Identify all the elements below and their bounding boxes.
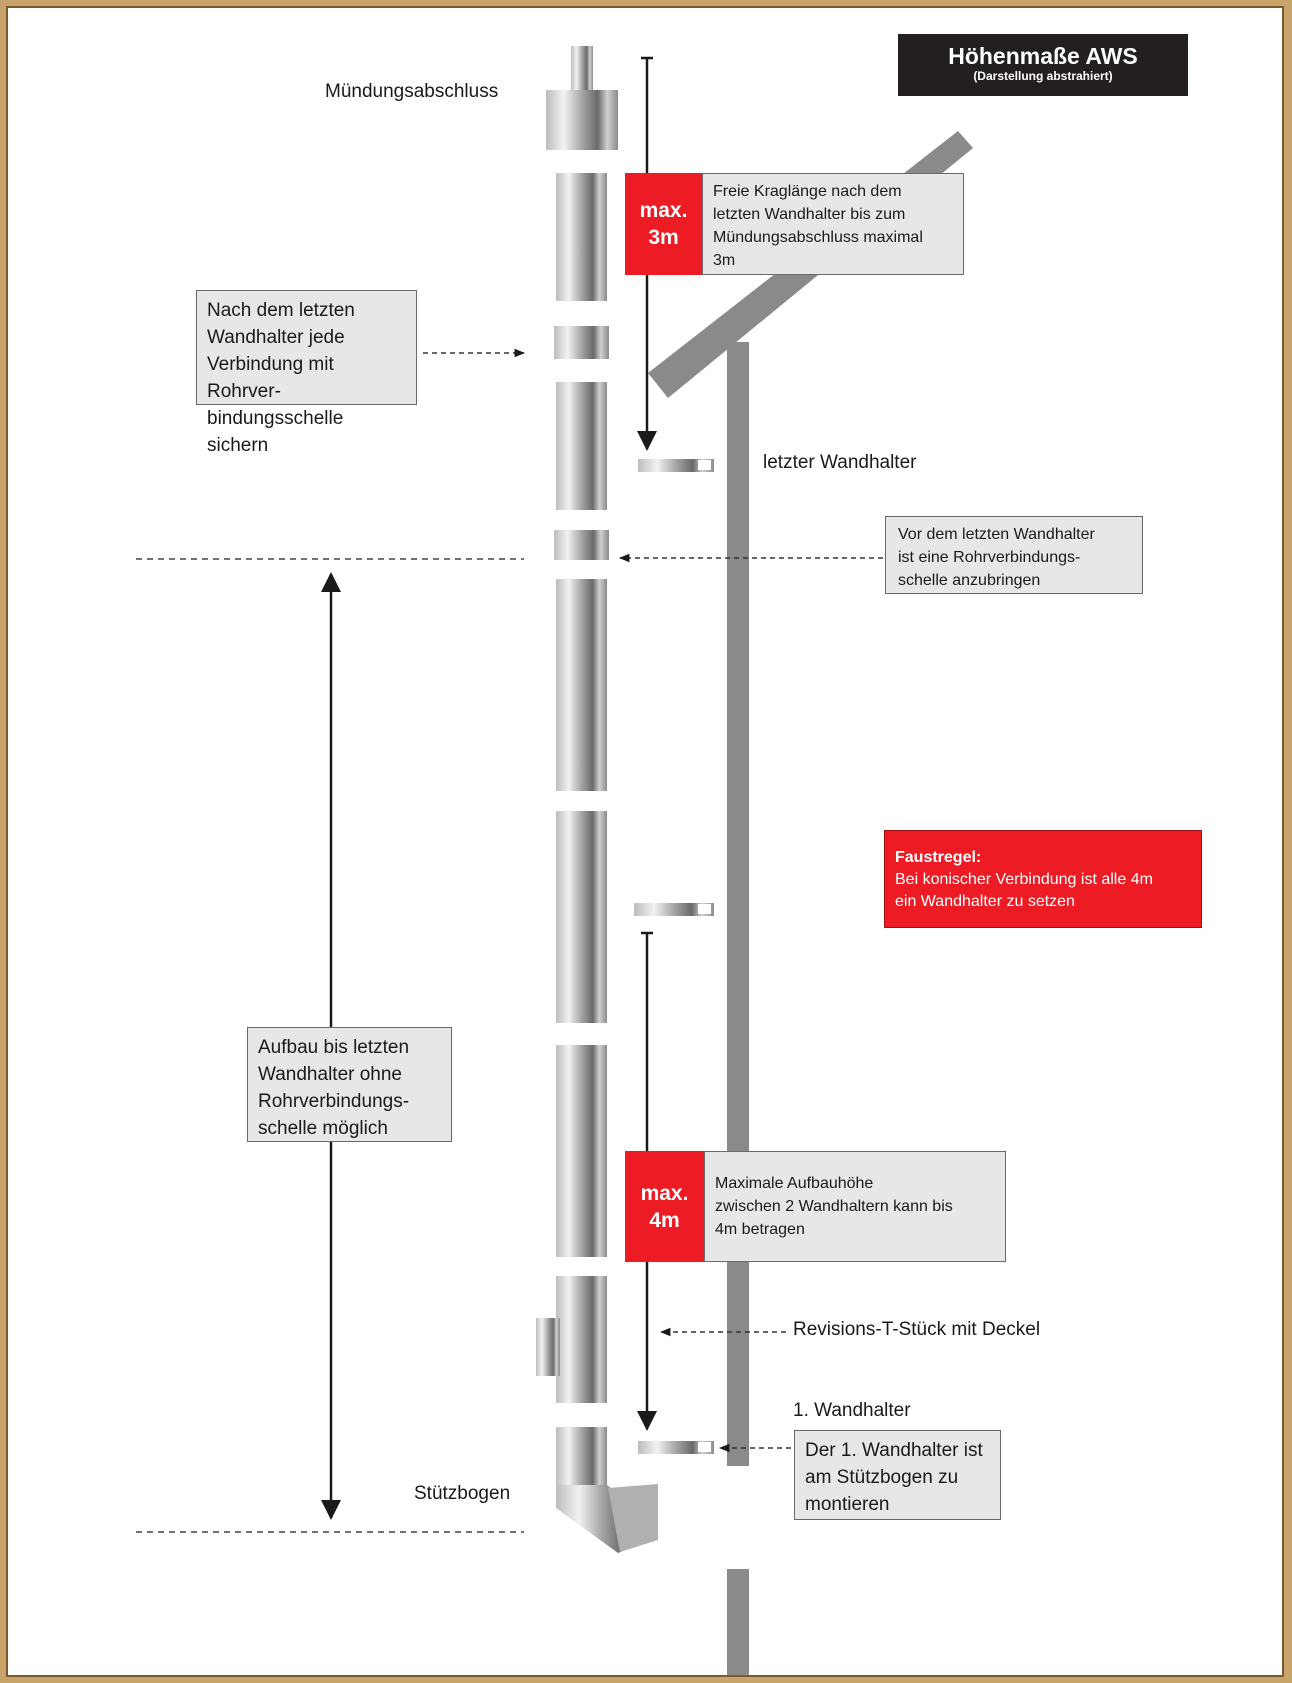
pipe-segment (556, 579, 607, 791)
faustregel-box: Faustregel: Bei konischer Verbindung ist… (884, 830, 1202, 928)
subtitle: (Darstellung abstrahiert) (973, 69, 1113, 83)
text-line: 3m (713, 252, 736, 269)
text-line: Wandhalter ohne (258, 1064, 403, 1085)
revisions-t-stueck (536, 1276, 607, 1403)
text-line: Maximale Aufbauhöhe (715, 1175, 874, 1192)
wandhalter-mitte (634, 903, 714, 916)
text-line: zwischen 2 Wandhaltern kann bis (715, 1198, 953, 1215)
pipe-segment (556, 811, 607, 1023)
label-erster-wandhalter: 1. Wandhalter (793, 1400, 911, 1421)
text-line: Mündungsabschluss maximal (713, 229, 923, 246)
tag-line: max. (639, 199, 688, 222)
text-line: ein Wandhalter zu setzen (895, 893, 1075, 910)
tag-max-3m: max. 3m (625, 173, 702, 275)
muendungsabschluss (546, 46, 618, 150)
label-letzter-wandhalter: letzter Wandhalter (763, 452, 917, 473)
pipe-segment (556, 382, 607, 510)
wandhalter-letzter (638, 459, 714, 472)
text-line: Vor dem letzten Wandhalter (898, 526, 1095, 543)
text-line: ist eine Rohrverbindungs- (898, 549, 1081, 566)
label-muendungsabschluss: Mündungsabschluss (325, 81, 499, 102)
tag-line: 3m (648, 226, 679, 249)
text-line: Rohrverbindungs- (258, 1091, 410, 1112)
box-vor-letzten-wandhalter: Vor dem letzten Wandhalter ist eine Rohr… (885, 516, 1143, 594)
title: Höhenmaße AWS (948, 43, 1138, 69)
tag-max-4m: max. 4m (625, 1151, 704, 1262)
box-max-3m: Freie Kraglänge nach dem letzten Wandhal… (702, 173, 964, 275)
tag-line: 4m (649, 1208, 680, 1232)
title-box: Höhenmaße AWS (Darstellung abstrahiert) (898, 34, 1188, 96)
box-max-4m: Maximale Aufbauhöhe zwischen 2 Wandhalte… (704, 1151, 1006, 1262)
text-line: Nach dem letzten (207, 300, 355, 321)
text-line: letzten Wandhalter bis zum (713, 206, 906, 223)
faustregel-title: Faustregel: (895, 849, 982, 866)
text-line: bindungsschelle sichern (207, 408, 344, 456)
wandhalter-erster (638, 1441, 714, 1454)
text-line: Aufbau bis letzten (258, 1037, 410, 1058)
text-line: Wandhalter jede (207, 327, 345, 348)
text-line: 4m betragen (715, 1221, 805, 1238)
tag-line: max. (640, 1181, 689, 1205)
text-line: montieren (805, 1494, 890, 1515)
box-nach-letzten-wandhalter: Nach dem letzten Wandhalter jede Verbind… (196, 290, 417, 456)
text-line: Bei konischer Verbindung ist alle 4m (895, 871, 1153, 888)
wall-lower (727, 1569, 749, 1675)
text-line: schelle anzubringen (898, 572, 1041, 589)
text-line: schelle möglich (258, 1118, 388, 1139)
text-line: Der 1. Wandhalter ist (805, 1440, 983, 1461)
diagram-frame: Höhenmaße AWS (Darstellung abstrahiert) … (6, 6, 1284, 1677)
wall (727, 342, 749, 1466)
text-line: am Stützbogen zu (805, 1467, 959, 1488)
pipe-segment (556, 173, 607, 301)
box-erster-wandhalter: Der 1. Wandhalter ist am Stützbogen zu m… (794, 1430, 1001, 1520)
stuetzbogen (556, 1427, 658, 1553)
pipe-segment (556, 1045, 607, 1257)
text-line: Freie Kraglänge nach dem (713, 183, 902, 200)
label-stuetzbogen: Stützbogen (414, 1483, 511, 1504)
text-line: Verbindung mit Rohrver- (207, 354, 334, 402)
label-revisions-t-stueck: Revisions-T-Stück mit Deckel (793, 1319, 1041, 1340)
box-aufbau: Aufbau bis letzten Wandhalter ohne Rohrv… (247, 1027, 452, 1142)
pipe-clamp (554, 530, 609, 560)
pipe-clamp (554, 326, 609, 359)
